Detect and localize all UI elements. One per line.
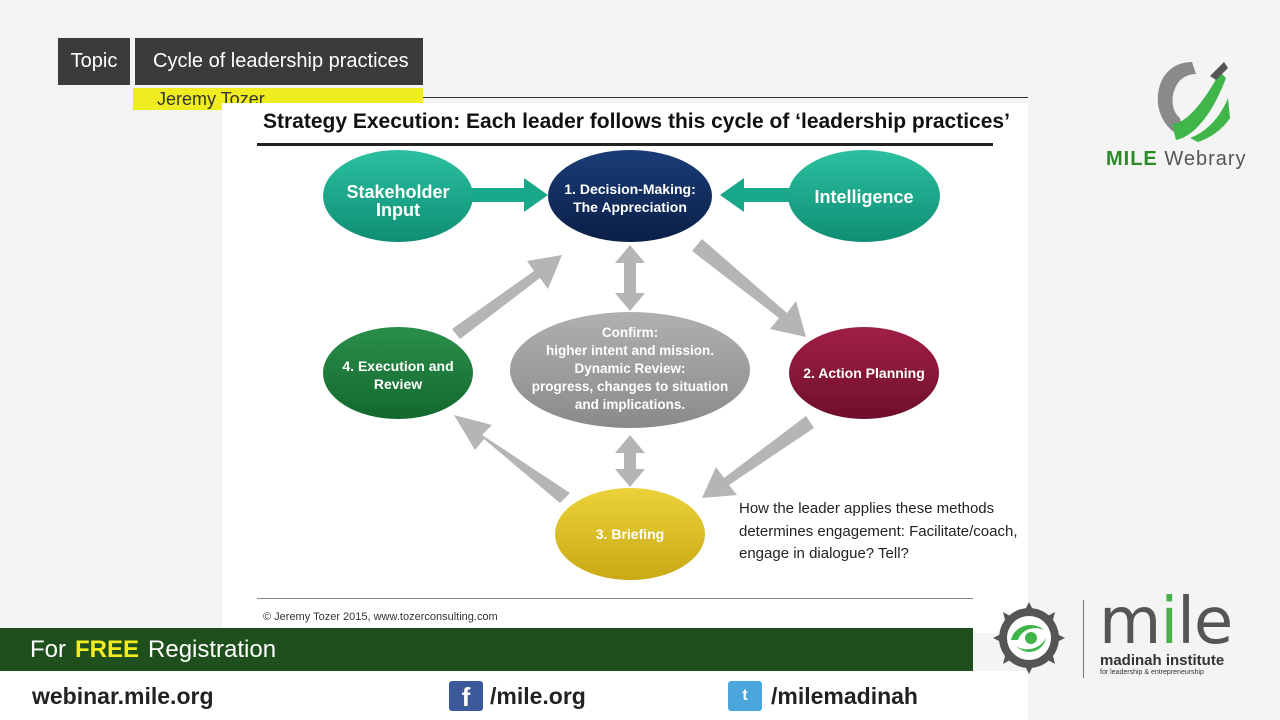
label-center-2: higher intent and mission.: [546, 343, 714, 358]
registration-suffix: Registration: [148, 635, 277, 663]
facebook-icon[interactable]: f: [449, 681, 483, 712]
madinah-institute-name: madinah institute: [1100, 652, 1225, 669]
node-confirm-review: [510, 312, 750, 428]
copyright-divider: [257, 598, 973, 599]
registration-free: FREE: [75, 635, 140, 663]
mile-logo-m: m: [1099, 585, 1161, 659]
madinah-institute-tagline: for leadership & entrepreneurship: [1100, 669, 1204, 676]
node-execution-review: [323, 327, 473, 419]
registration-banner[interactable]: For FREE Registration: [0, 628, 973, 671]
topic-title: Cycle of leadership practices: [135, 38, 423, 85]
arrow-decision-center: [615, 245, 645, 311]
webrary-mile-text: MILE: [1106, 148, 1158, 170]
label-center-5: and implications.: [575, 397, 685, 412]
label-action-planning: 2. Action Planning: [803, 365, 925, 381]
mile-webrary-logo-icon: [1157, 62, 1230, 142]
title-underline: [257, 143, 993, 146]
arrow-center-briefing: [615, 435, 645, 487]
twitter-link[interactable]: /milemadinah: [771, 683, 918, 709]
leadership-cycle-diagram: Stakeholder Input 1. Decision-Making: Th…: [323, 150, 940, 580]
label-center-4: progress, changes to situation: [532, 379, 729, 394]
copyright-text: © Jeremy Tozer 2015, www.tozerconsulting…: [263, 611, 498, 623]
engagement-note: How the leader applies these methods det…: [739, 500, 1018, 562]
label-center-1: Confirm:: [602, 325, 658, 340]
twitter-icon[interactable]: t: [728, 681, 762, 711]
label-decision-1: 1. Decision-Making:: [564, 181, 695, 197]
label-decision-2: The Appreciation: [573, 199, 687, 215]
label-center-3: Dynamic Review:: [574, 361, 685, 376]
website-link[interactable]: webinar.mile.org: [32, 683, 214, 709]
mile-webrary-wordmark: MILE Webrary: [1106, 148, 1247, 171]
node-intelligence: [788, 150, 940, 242]
label-stakeholder-2: Input: [376, 200, 420, 220]
footer-bar: [0, 671, 1028, 720]
logo-divider: [1083, 600, 1084, 678]
mile-logo-i: i: [1160, 585, 1178, 659]
facebook-link[interactable]: /mile.org: [490, 683, 586, 709]
arrow-decision-to-action: [692, 239, 806, 337]
topic-label: Topic: [58, 38, 130, 85]
mile-logo-wordmark: mile: [1099, 590, 1233, 654]
label-execution-1: 4. Execution and: [342, 358, 453, 374]
node-action-planning: [789, 327, 939, 419]
arrow-briefing-to-execution: [454, 415, 570, 503]
registration-prefix: For: [30, 635, 66, 663]
label-briefing: 3. Briefing: [596, 526, 664, 542]
arrow-execution-to-decision: [452, 255, 562, 339]
webrary-text: Webrary: [1164, 148, 1247, 170]
arrow-intelligence-to-decision: [720, 178, 798, 212]
slide-title: Strategy Execution: Each leader follows …: [263, 110, 1010, 133]
label-execution-2: Review: [374, 376, 422, 392]
node-stakeholder-input: [323, 150, 473, 242]
node-decision-making: [548, 150, 712, 242]
mile-logo-le: le: [1177, 585, 1233, 659]
arrow-stakeholder-to-decision: [468, 178, 548, 212]
node-briefing: [555, 488, 705, 580]
label-intelligence: Intelligence: [814, 187, 913, 207]
header-divider: [423, 97, 1028, 98]
arrow-action-to-briefing: [702, 416, 814, 498]
label-stakeholder-1: Stakeholder: [346, 182, 449, 202]
madinah-institute-emblem-icon: [993, 602, 1065, 674]
